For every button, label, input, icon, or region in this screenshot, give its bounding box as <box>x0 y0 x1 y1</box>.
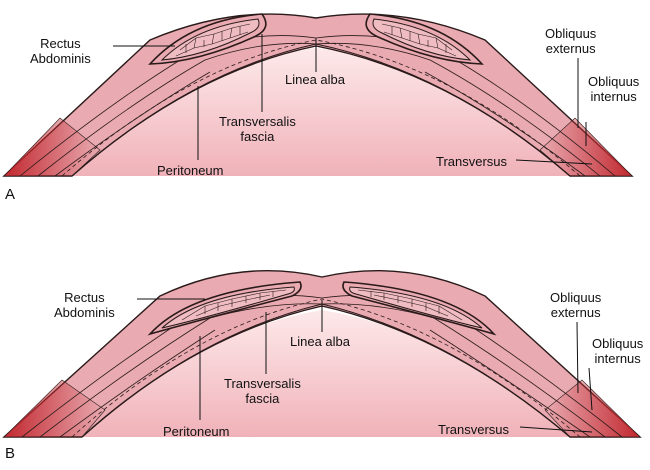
label-ext-line2-b: externus <box>550 305 601 320</box>
label-int-line2-b: internus <box>594 351 641 366</box>
leader-lines-b <box>137 298 593 433</box>
label-transversalis-line2-b: fascia <box>245 391 280 406</box>
panel-letter-b: B <box>5 445 16 462</box>
abdominal-cavity-b <box>82 310 570 437</box>
label-ext-line2-a: externus <box>545 41 596 56</box>
label-obliquus-internus-b: Obliquus internus <box>592 336 643 366</box>
label-ext-line1-a: Obliquus <box>545 26 597 41</box>
label-rectus-line2-a: Abdominis <box>30 51 91 66</box>
peritoneum-line-b <box>71 298 581 438</box>
label-int-line2-a: internus <box>590 89 637 104</box>
label-ext-line1-b: Obliquus <box>550 290 602 305</box>
label-obliquus-externus-a: Obliquus externus <box>545 26 596 56</box>
label-rectus-line2-b: Abdominis <box>54 305 115 320</box>
label-obliquus-internus-a: Obliquus internus <box>588 74 639 104</box>
label-transversus-b: Transversus <box>438 422 510 437</box>
label-int-line1-b: Obliquus <box>592 336 644 351</box>
panel-letter-a: A <box>5 186 16 203</box>
label-linea-alba-a: Linea alba <box>285 72 345 87</box>
label-peritoneum-a: Peritoneum <box>157 163 224 178</box>
label-peritoneum-b: Peritoneum <box>163 424 230 439</box>
label-transversalis-fascia-a: Transversalis fascia <box>219 114 296 144</box>
label-transversalis-line1-b: Transversalis <box>224 376 301 391</box>
rectus-cells-b <box>181 289 463 321</box>
abdominal-cavity-a <box>72 48 570 176</box>
label-rectus-abdominis-b: Rectus Abdominis <box>54 290 115 320</box>
leader-lines-a <box>113 34 593 165</box>
label-rectus-line1-a: Rectus <box>40 36 81 51</box>
label-transversus-a: Transversus <box>436 154 508 169</box>
peritoneum-line-a <box>61 39 581 177</box>
label-rectus-abdominis-a: Rectus Abdominis <box>30 36 91 66</box>
label-rectus-line1-b: Rectus <box>64 290 105 305</box>
label-obliquus-externus-b: Obliquus externus <box>550 290 601 320</box>
rectus-muscle-right-b <box>349 286 483 329</box>
label-linea-alba-b: Linea alba <box>290 334 350 349</box>
label-int-line1-a: Obliquus <box>588 74 640 89</box>
label-transversalis-fascia-b: Transversalis fascia <box>224 376 301 406</box>
panel-b-diagram <box>2 269 642 438</box>
rectus-muscle-left-b <box>161 286 295 329</box>
label-transversalis-line2-a: fascia <box>240 129 275 144</box>
label-transversalis-line1-a: Transversalis <box>219 114 296 129</box>
rectus-cells-a <box>175 23 457 57</box>
panel-a-diagram <box>2 13 634 177</box>
